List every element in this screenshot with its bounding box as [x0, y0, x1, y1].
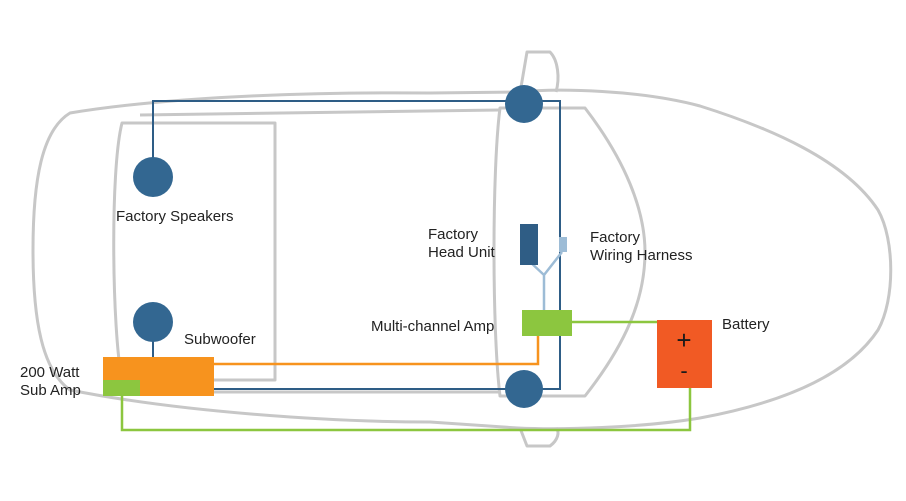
signal-wire — [214, 334, 540, 366]
sub-amp-label: 200 Watt Sub Amp — [20, 364, 81, 400]
speaker-front-top — [505, 85, 543, 123]
subwoofer-label: Subwoofer — [184, 331, 256, 348]
subwoofer — [133, 302, 173, 342]
factory-head-unit-line1: Factory — [428, 226, 479, 243]
factory-speakers-label: Factory Speakers — [116, 208, 234, 225]
sub-amp-power-terminal — [103, 380, 140, 396]
roof-line-top — [139, 108, 501, 117]
windshield — [492, 106, 647, 398]
factory-head-unit-line2: Head Unit — [428, 244, 495, 261]
multi-channel-amp-label: Multi-channel Amp — [371, 318, 495, 335]
battery-label: Battery — [722, 316, 770, 333]
speaker-wire-main — [152, 100, 561, 390]
head-unit — [520, 224, 538, 265]
harness-connector — [559, 237, 567, 252]
sub-amp-line1: 200 Watt — [20, 364, 80, 381]
speaker-front-bottom — [505, 370, 543, 408]
multi-channel-amp — [522, 310, 572, 336]
factory-wiring-harness-line1: Factory — [590, 229, 641, 246]
battery — [657, 320, 712, 388]
sub-amp-line2: Sub Amp — [20, 382, 81, 399]
battery-minus-symbol: - — [680, 358, 687, 383]
factory-wiring-harness-label: Factory Wiring Harness — [590, 229, 693, 265]
factory-head-unit-label: Factory Head Unit — [428, 226, 495, 262]
car-body — [31, 88, 893, 431]
speaker-rear-top — [133, 157, 173, 197]
power-wiring — [120, 320, 692, 432]
factory-wiring-harness-line2: Wiring Harness — [590, 247, 693, 264]
mirror-top — [518, 50, 560, 94]
battery-plus-symbol: + — [676, 325, 691, 355]
ground-wire — [120, 388, 692, 432]
